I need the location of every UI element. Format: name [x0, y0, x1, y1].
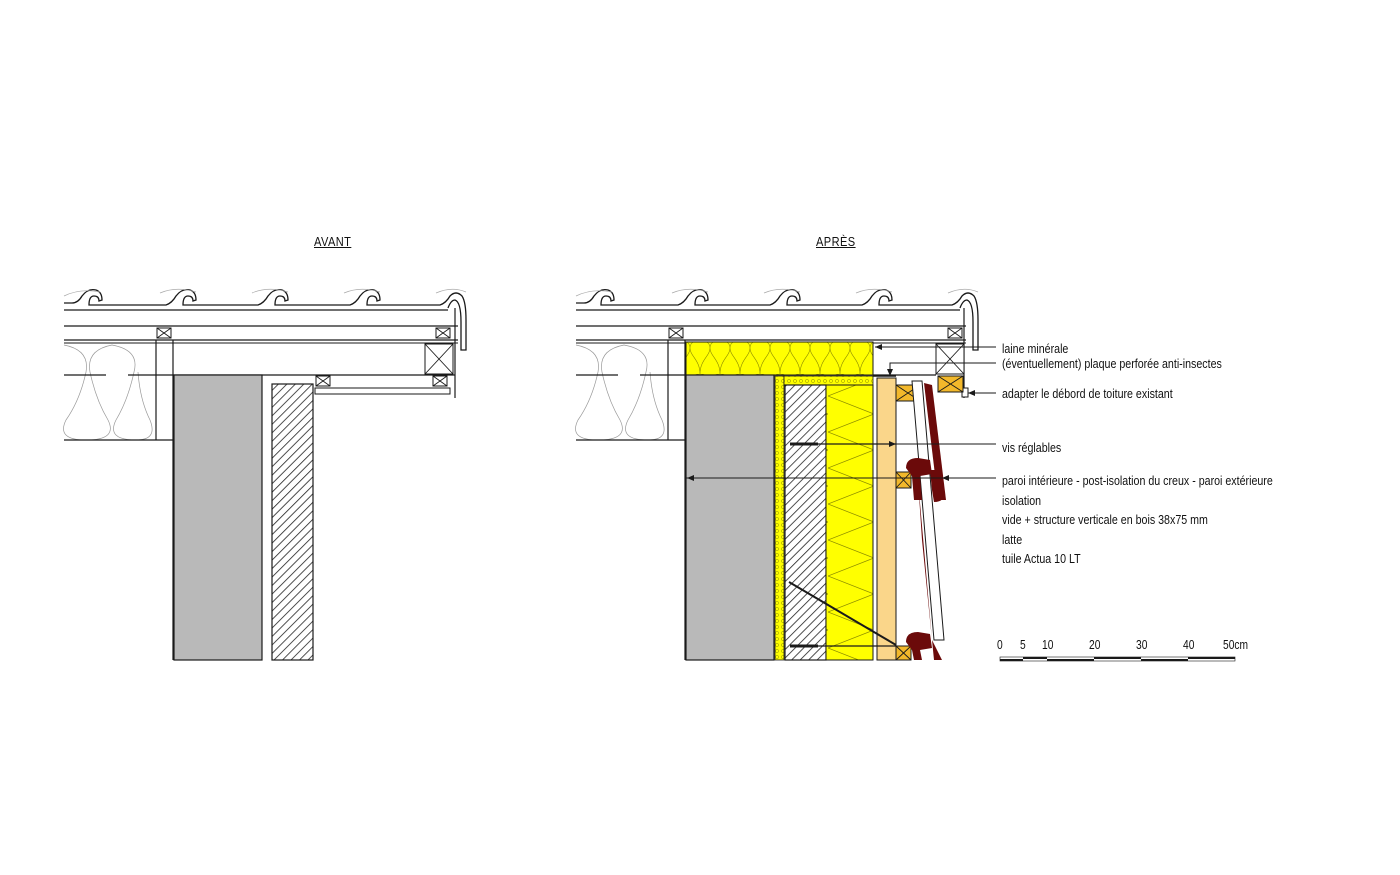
roof-tiles-after — [575, 288, 979, 351]
scale-tick-40: 40 — [1183, 638, 1195, 652]
after-section — [575, 288, 996, 661]
existing-insulation — [63, 344, 153, 441]
label-debord-toiture: adapter le débord de toiture existant — [1002, 386, 1173, 401]
cavity-insulation — [774, 375, 785, 661]
label-tuile: tuile Actua 10 LT — [1002, 551, 1081, 566]
new-insulation — [825, 384, 874, 661]
inner-wall-after — [685, 374, 775, 661]
label-plaque-anti-insectes: (éventuellement) plaque perforée anti-in… — [1002, 356, 1222, 371]
before-section — [63, 288, 467, 661]
scale-tick-10: 10 — [1042, 638, 1054, 652]
title-after: APRÈS — [816, 234, 856, 249]
wall-tiles — [906, 380, 946, 660]
scale-tick-0: 0 — [997, 638, 1003, 652]
label-isolation: isolation — [1002, 493, 1042, 508]
outer-wall — [271, 383, 314, 661]
outer-wall-after — [784, 384, 827, 661]
scale-bar — [999, 656, 1236, 662]
label-paroi: paroi intérieure - post-isolation du cre… — [1002, 473, 1273, 488]
label-latte: latte — [1002, 532, 1023, 547]
inner-wall — [173, 374, 263, 661]
label-vide-structure: vide + structure verticale en bois 38x75… — [1002, 512, 1208, 527]
scale-tick-50cm: 50cm — [1223, 638, 1249, 652]
scale-tick-30: 30 — [1136, 638, 1148, 652]
roof-tiles — [63, 288, 467, 351]
label-laine-minerale: laine minérale — [1002, 341, 1069, 356]
mineral-wool — [685, 341, 874, 376]
scale-tick-20: 20 — [1089, 638, 1101, 652]
title-before: AVANT — [314, 234, 352, 249]
label-vis-reglables: vis réglables — [1002, 440, 1062, 455]
vertical-timber — [876, 377, 897, 661]
scale-tick-5: 5 — [1020, 638, 1026, 652]
